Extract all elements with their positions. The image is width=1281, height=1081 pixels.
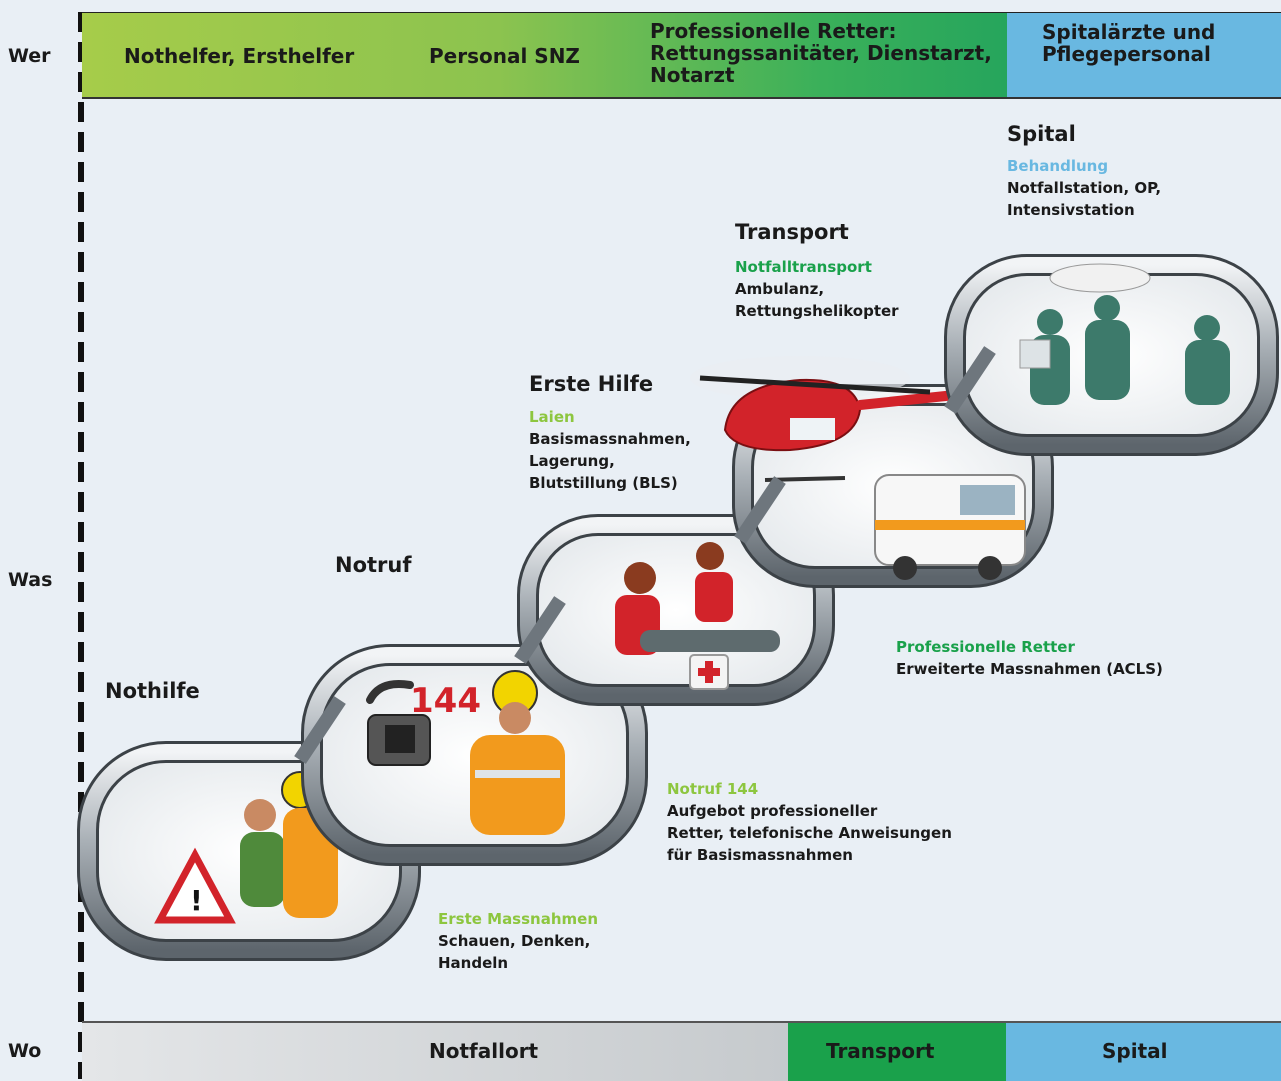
cat-notruf-144: Notruf 144 (667, 780, 759, 798)
desc-laien: Basismassnahmen, Lagerung, Blutstillung … (529, 430, 691, 492)
desc-professionelle-retter: Erweiterte Massnahmen (ACLS) (896, 660, 1163, 678)
emergency-number: 144 (410, 681, 481, 721)
wer-band-blue: Spitalärzte und Pflegepersonal (1007, 12, 1281, 99)
stage-title-transport: Transport (735, 220, 849, 244)
chain-link-spital (944, 254, 1279, 456)
block-professionelle-retter: Professionelle Retter Erweiterte Massnah… (896, 636, 1163, 680)
wo-band-spital: Spital (1006, 1021, 1281, 1081)
wo-spital: Spital (1102, 1039, 1168, 1063)
cat-erste-massnahmen: Erste Massnahmen (438, 910, 599, 928)
ambulance-icon (874, 474, 1026, 580)
wer-ersthelfer: Nothelfer, Ersthelfer (124, 44, 355, 68)
chain-link-transport (690, 356, 1054, 588)
stage-title-notruf: Notruf (335, 553, 412, 577)
cat-notfalltransport: Notfalltransport (735, 258, 872, 276)
wo-notfallort: Notfallort (429, 1039, 539, 1063)
wer-snz: Personal SNZ (429, 44, 580, 68)
chain-link-erste-hilfe (517, 514, 835, 706)
block-erste-massnahmen: Erste Massnahmen Schauen, Denken, Handel… (438, 908, 598, 974)
wo-band-transport: Transport (788, 1021, 1006, 1081)
warning-triangle-icon (154, 847, 236, 924)
cat-behandlung: Behandlung (1007, 157, 1109, 175)
desc-behandlung: Notfallstation, OP, Intensivstation (1007, 179, 1162, 219)
desc-notruf-144: Aufgebot professioneller Retter, telefon… (667, 802, 952, 864)
wer-retter: Professionelle Retter: Rettungssanitäter… (650, 19, 992, 87)
desc-erste-massnahmen: Schauen, Denken, Handeln (438, 932, 591, 972)
row-label-was: Was (8, 569, 53, 591)
svg-text:!: ! (190, 884, 203, 917)
chain-link-notruf: 144 (301, 644, 648, 866)
block-notruf-144: Notruf 144 Aufgebot professioneller Rett… (667, 778, 952, 866)
block-laien: Laien Basismassnahmen, Lagerung, Blutsti… (529, 406, 691, 494)
row-label-wer: Wer (8, 45, 51, 67)
surgical-lamp-icon (1049, 263, 1151, 293)
stage-title-nothilfe: Nothilfe (105, 679, 200, 703)
stage-title-erste-hilfe: Erste Hilfe (529, 372, 654, 396)
wer-spital: Spitalärzte und Pflegepersonal (1042, 20, 1216, 66)
wo-band-notfallort: Notfallort (82, 1021, 788, 1081)
row-label-wo: Wo (8, 1040, 42, 1062)
stage-title-spital: Spital (1007, 122, 1076, 146)
block-notfalltransport: Notfalltransport Ambulanz, Rettungshelik… (735, 256, 899, 322)
dashed-divider (78, 12, 84, 1079)
cat-professionelle-retter: Professionelle Retter (896, 638, 1075, 656)
desc-notfalltransport: Ambulanz, Rettungshelikopter (735, 280, 899, 320)
cat-laien: Laien (529, 408, 575, 426)
helicopter-icon (699, 375, 960, 482)
wer-band-green: Nothelfer, Ersthelfer Personal SNZ Profe… (82, 12, 1007, 99)
block-behandlung: Behandlung Notfallstation, OP, Intensivs… (1007, 155, 1161, 221)
wo-transport: Transport (826, 1039, 935, 1063)
